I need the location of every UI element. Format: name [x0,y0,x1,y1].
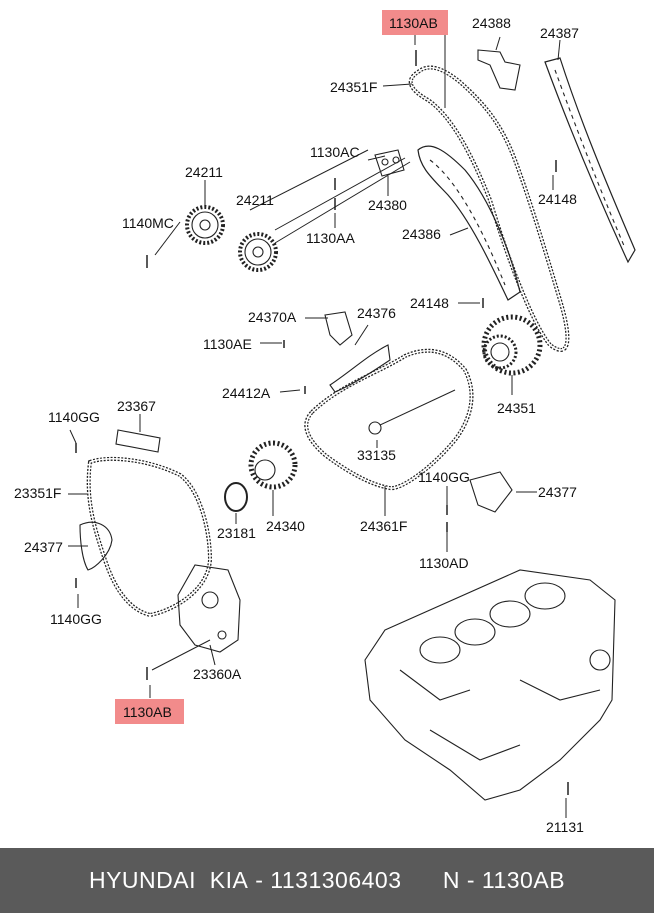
footer-bar: HYUNDAI KIA - 1131306403 N - 1130AB [0,848,654,913]
label-24361F: 24361F [360,518,407,534]
label-24370A: 24370A [248,309,297,325]
label-1130AD: 1130AD [419,555,469,571]
footer-spacer [402,867,443,894]
label-23351F: 23351F [14,485,61,501]
label-24340: 24340 [266,518,305,534]
chain-guide-24377a [79,521,113,571]
highlight-box-bottom [115,699,184,724]
sprocket-24351 [481,314,543,376]
label-24148b: 24148 [410,295,449,311]
chain-guide-24387 [544,57,636,264]
label-1140MC: 1140MC [122,215,174,231]
guide-23367 [115,429,161,453]
label-24211b: 24211 [236,192,274,208]
label-24388: 24388 [472,15,511,31]
footer-separator: - [248,867,271,893]
label-21131: 21131 [546,819,584,835]
oil-seal-23181 [224,482,248,512]
bracket-24388 [477,49,521,91]
label-1140GG-a: 1140GG [48,409,100,425]
label-23360A: 23360A [193,666,242,682]
camshaft-sprocket-24211b [238,232,278,272]
tensioner-24370A [324,311,353,346]
label-24351: 24351 [497,400,536,416]
crank-sprocket-24340 [248,440,298,490]
oil-pump-23360A [177,564,241,653]
label-1130AE: 1130AE [203,336,252,352]
chain-guide-24376 [329,344,391,393]
nut-33135 [368,421,382,435]
cylinder-block-21131 [364,569,616,801]
bolt-icons [75,50,569,795]
label-24377a: 24377 [24,539,63,555]
label-33135: 33135 [357,447,396,463]
label-24148a: 24148 [538,191,577,207]
label-24211a: 24211 [185,164,223,180]
label-24387: 24387 [540,25,579,41]
label-1140GG-b: 1140GG [418,469,470,485]
exploded-timing-diagram: 1130AB 24388 24387 24351F 1130AC 24211 2… [14,10,636,835]
label-1130AB-bottom: 1130AB [123,704,172,720]
label-24351F: 24351F [330,79,377,95]
footer-part-number: 1131306403 [270,867,402,893]
label-24376: 24376 [357,305,396,321]
footer-code: N - 1130AB [442,867,566,893]
highlight-box-top [382,10,448,35]
label-24412A: 24412A [222,385,271,401]
chain-guide-24377b [469,471,513,513]
timing-chain-middle [304,348,474,491]
label-24386: 24386 [402,226,441,242]
chain-guide-24386 [417,145,521,301]
label-1130AC: 1130AC [310,144,360,160]
label-1140GG-c: 1140GG [50,611,102,627]
label-1130AA: 1130AA [306,230,355,246]
label-24380: 24380 [368,197,407,213]
label-1130AB-top: 1130AB [389,15,438,31]
oil-pump-chain [86,456,213,618]
label-23367: 23367 [117,398,156,414]
footer-brand: HYUNDAI KIA [88,867,249,893]
label-23181: 23181 [217,525,256,541]
tensioner-24380 [374,149,405,177]
label-24377b: 24377 [538,484,577,500]
camshaft-sprocket-24211a [185,205,225,245]
